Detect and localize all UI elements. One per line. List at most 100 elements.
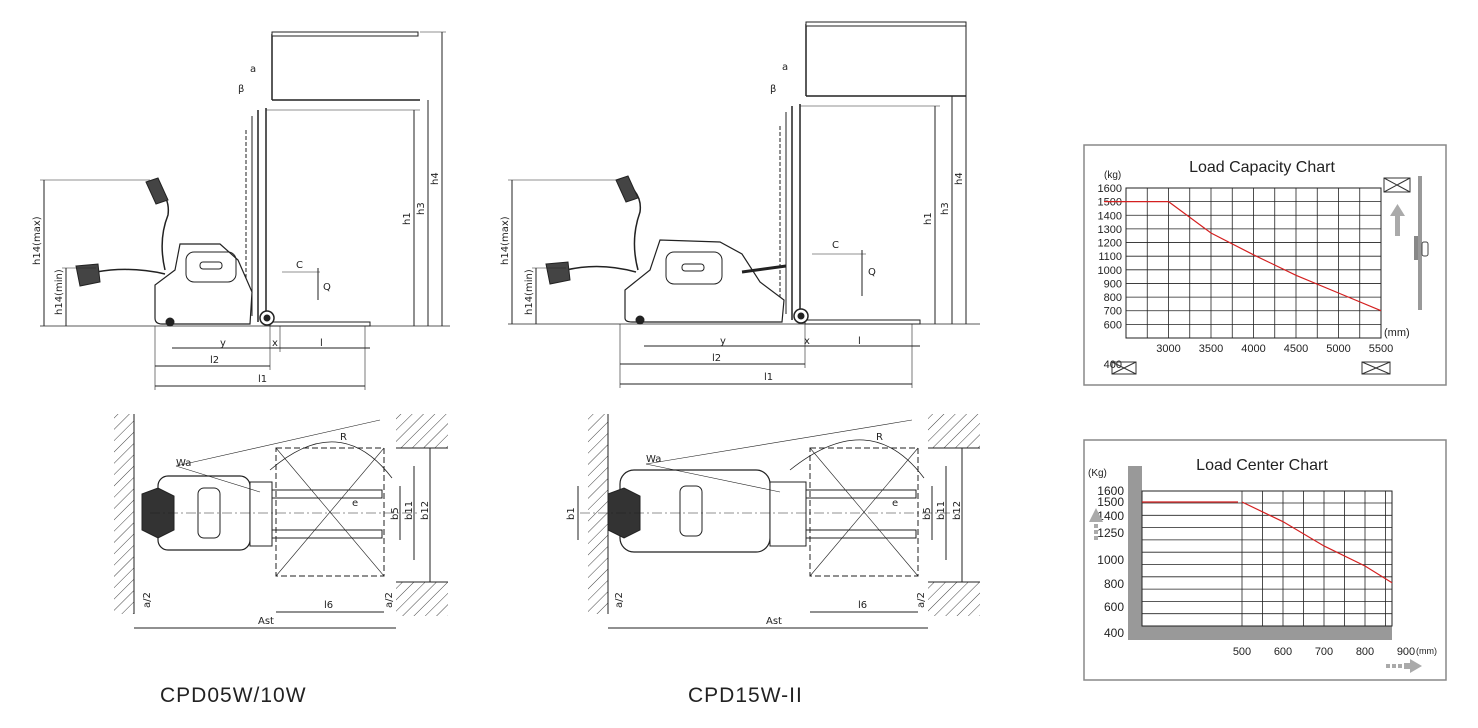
up-arrow-icon (1390, 204, 1405, 236)
load-center-x-ticks: 500 600 700 800 900 (1233, 646, 1415, 658)
dim-l2-2: l2 (712, 353, 721, 364)
center-plot-area (1141, 490, 1393, 627)
dim-wa-1: Wa (176, 458, 191, 469)
center-x-tick-label: 700 (1315, 646, 1333, 658)
center-x-tick-label: 500 (1233, 646, 1251, 658)
center-x-tick-label: 600 (1274, 646, 1292, 658)
load-capacity-xlabel: (mm) (1384, 327, 1410, 339)
dim-l-1: l (320, 338, 323, 349)
dim-l2-1: l2 (210, 355, 219, 366)
pallet-icon-bottom-right (1361, 361, 1391, 375)
dim-q-1: Q (323, 282, 331, 293)
dim-h14min-1: h14(min) (54, 269, 65, 315)
dim-b5-1: b5 (390, 507, 401, 520)
dim-e-2: e (892, 498, 898, 509)
center-y-tick-label: 1600 (1097, 484, 1124, 498)
dim-beta-2: β (770, 84, 776, 95)
dim-h14min-2: h14(min) (524, 269, 535, 315)
top-view-cpd05w-labels: Wa R e b5 b11 b12 l6 Ast a/2 a/2 (142, 432, 431, 627)
capacity-y-tick-label: 1500 (1098, 197, 1122, 209)
capacity-x-tick-label: 5000 (1326, 343, 1350, 355)
dim-b1-2: b1 (566, 507, 577, 520)
dim-a2-right-1: a/2 (384, 592, 395, 608)
dim-h13-2: h1 (923, 212, 934, 225)
capacity-y-tick-label: 1300 (1098, 224, 1122, 236)
dim-q-2: Q (868, 267, 876, 278)
side-view-cpd05w-labels: h14(max) h14(min) h1 h3 h4 C Q y x l l2 … (32, 64, 441, 385)
dim-c-1: C (296, 260, 303, 271)
center-y-tick-label: 1250 (1097, 526, 1124, 540)
capacity-x-tick-label: 3500 (1199, 343, 1223, 355)
dim-h4-2: h4 (954, 172, 965, 185)
capacity-y-tick-label: 900 (1104, 278, 1122, 290)
dim-a2-right-2: a/2 (916, 592, 927, 608)
dim-a-1: a (250, 64, 256, 75)
load-capacity-ylabel: (kg) (1104, 170, 1121, 181)
center-x-tick-label: 900 (1397, 646, 1415, 658)
dim-r-1: R (340, 432, 347, 443)
dim-h4-1: h4 (430, 172, 441, 185)
dim-x-2: x (804, 336, 810, 347)
dim-e-1: e (352, 498, 358, 509)
load-capacity-series-line (1104, 201, 1382, 312)
dim-y-1: y (220, 338, 226, 349)
dim-l1-2: l1 (764, 372, 773, 383)
center-y-tick-label: 1000 (1097, 553, 1124, 567)
capacity-y-tick-label: 1000 (1098, 265, 1122, 277)
up-arrow-icon-2 (1089, 508, 1103, 540)
dim-ast-1: Ast (258, 616, 274, 627)
capacity-x-tick-label: 3000 (1156, 343, 1180, 355)
dim-b5-2: b5 (922, 507, 933, 520)
capacity-y-tick-label: 400 (1104, 359, 1122, 371)
dim-h3-1: h3 (416, 202, 427, 215)
mast-fork-icon (1414, 176, 1429, 310)
dim-x-1: x (272, 338, 278, 349)
capacity-y-tick-label: 800 (1104, 292, 1122, 304)
dim-l1-1: l1 (258, 374, 267, 385)
dim-a2-left-2: a/2 (614, 592, 625, 608)
capacity-x-tick-label: 4500 (1284, 343, 1308, 355)
dim-h14max-2: h14(max) (500, 216, 511, 265)
dim-h14max-1: h14(max) (32, 216, 43, 265)
right-arrow-icon (1386, 659, 1422, 673)
model-caption-cpd15w: CPD15W-II (688, 684, 803, 707)
capacity-y-tick-label: 1400 (1098, 210, 1122, 222)
dim-y-2: y (720, 336, 726, 347)
load-center-xlabel: (mm) (1416, 646, 1437, 656)
dim-l-2: l (858, 336, 861, 347)
dim-h13-1: h1 (402, 212, 413, 225)
dim-wa-2: Wa (646, 454, 661, 465)
load-capacity-grid (1125, 187, 1382, 339)
capacity-y-tick-label: 1100 (1098, 251, 1122, 263)
dim-b12-1: b12 (420, 501, 431, 520)
capacity-y-tick-label: 700 (1104, 306, 1122, 318)
dim-b12-2: b12 (952, 501, 963, 520)
dim-h3-2: h3 (940, 202, 951, 215)
center-y-tick-label: 800 (1104, 577, 1124, 591)
dim-l6-2: l6 (858, 600, 867, 611)
capacity-y-tick-label: 1200 (1098, 238, 1122, 250)
load-center-grid (1141, 490, 1393, 627)
center-y-tick-label: 400 (1104, 626, 1124, 640)
center-y-tick-label: 1400 (1097, 509, 1124, 523)
side-view-cpd15w (508, 21, 980, 388)
load-capacity-title: Load Capacity Chart (1189, 159, 1335, 176)
dim-a2-left-1: a/2 (142, 592, 153, 608)
capacity-y-tick-label: 1600 (1098, 183, 1122, 195)
model-caption-cpd05w: CPD05W/10W (160, 684, 307, 707)
dim-b11-1: b11 (404, 501, 415, 520)
center-x-tick-label: 800 (1356, 646, 1374, 658)
center-y-tick-label: 600 (1104, 600, 1124, 614)
side-view-cpd05w (40, 31, 450, 390)
center-y-tick-label: 1500 (1097, 495, 1124, 509)
capacity-y-tick-label: 600 (1104, 319, 1122, 331)
capacity-x-tick-label: 5500 (1369, 343, 1393, 355)
load-center-chart: Load Center Chart (Kg) (mm) 400600800100… (1083, 439, 1447, 681)
dim-b11-2: b11 (936, 501, 947, 520)
load-center-ylabel: (Kg) (1088, 468, 1107, 479)
dim-ast-2: Ast (766, 616, 782, 627)
pallet-icon-top-right (1383, 177, 1411, 193)
